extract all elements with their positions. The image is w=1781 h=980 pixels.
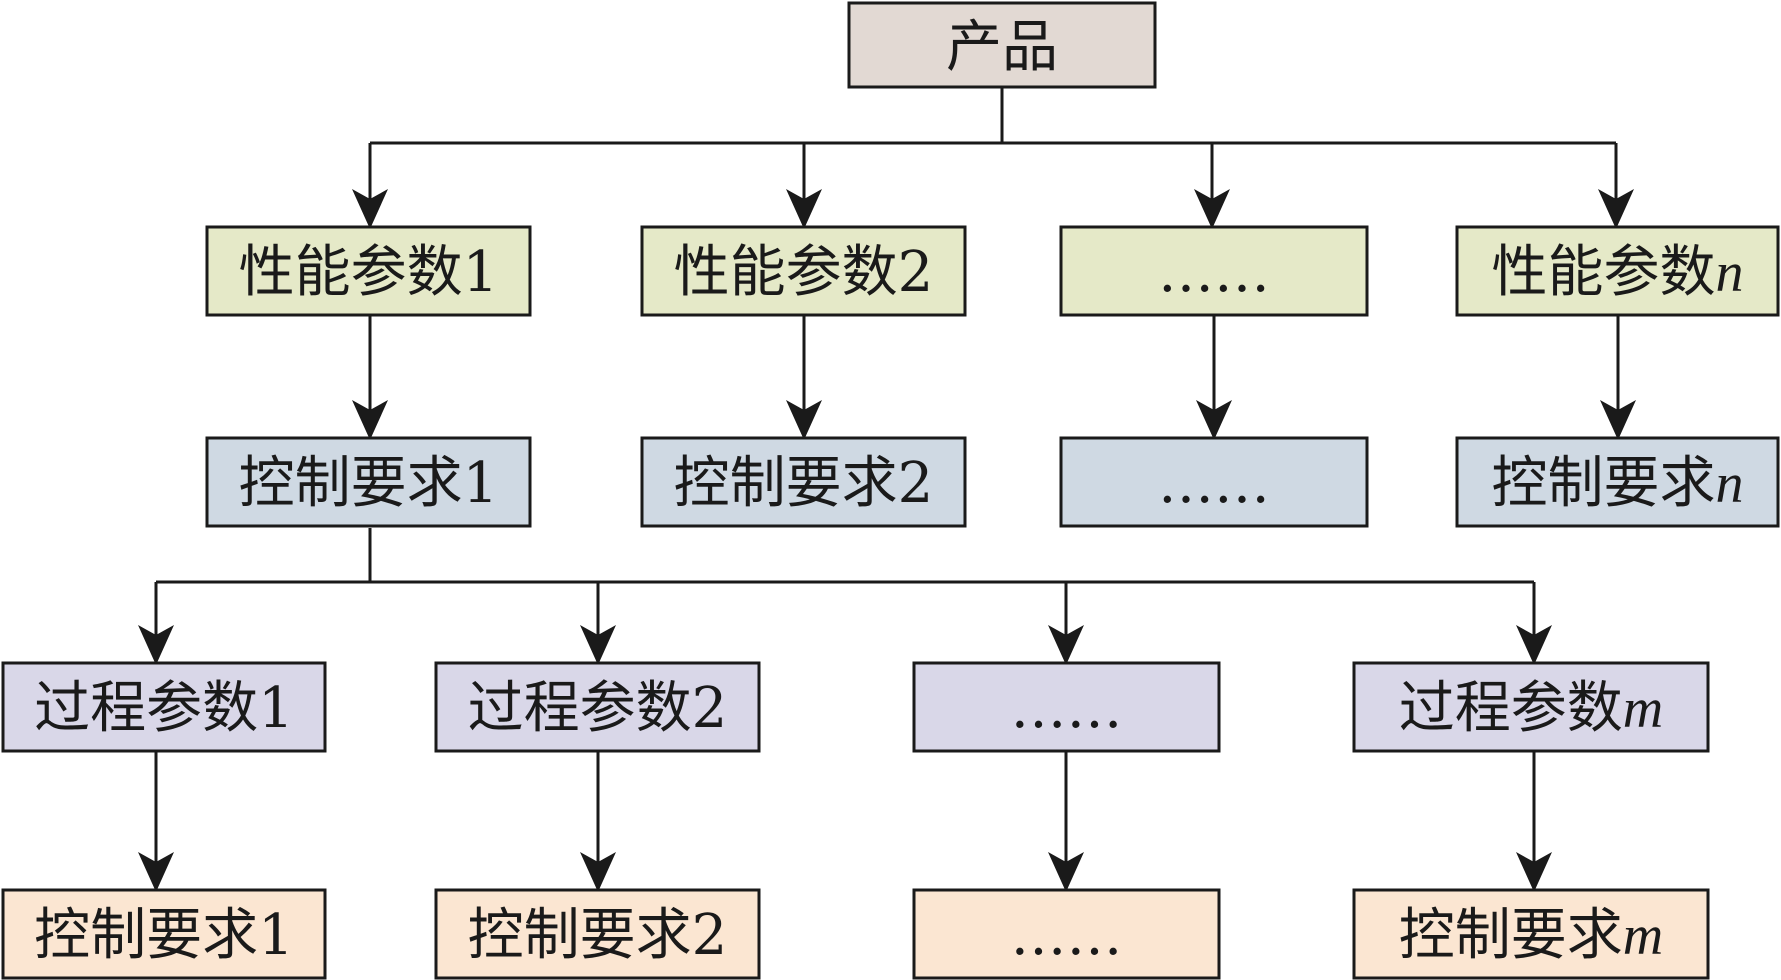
label-base: 性能参数 xyxy=(674,240,898,305)
performance-param-n-box xyxy=(1455,225,1780,317)
control-requirement-bottom-m-label: 控制要求m xyxy=(1399,903,1663,968)
label-suffix: 1 xyxy=(463,240,499,305)
label-base: 过程参数 xyxy=(1399,676,1623,741)
process-param-2-box xyxy=(434,661,761,753)
performance-param-2-label: 性能参数2 xyxy=(674,240,934,305)
control-requirement-bottom-1-box xyxy=(1,888,327,980)
process-param-m: 过程参数m xyxy=(1352,661,1710,753)
control-requirement-top-1-box xyxy=(205,436,532,528)
control-requirement-bottom-ellipsis-box xyxy=(912,888,1221,980)
process-param-2: 过程参数2 xyxy=(434,661,761,753)
process-param-1-label: 过程参数1 xyxy=(34,676,294,741)
performance-param-ellipsis-label: …… xyxy=(1158,240,1270,305)
process-param-ellipsis-label: …… xyxy=(1011,676,1123,741)
label-suffix: 2 xyxy=(692,676,728,741)
performance-param-ellipsis: …… xyxy=(1059,225,1369,317)
process-param-m-box xyxy=(1352,661,1710,753)
control-requirement-top-2: 控制要求2 xyxy=(640,436,967,528)
control-requirement-top-ellipsis: …… xyxy=(1059,436,1369,528)
label-suffix: 1 xyxy=(463,451,499,516)
control-requirement-top-ellipsis-box xyxy=(1059,436,1369,528)
process-param-1-box xyxy=(1,661,327,753)
control-requirement-top-ellipsis-label: …… xyxy=(1158,451,1270,516)
label-base: 性能参数 xyxy=(1492,240,1716,305)
label-base: 控制要求 xyxy=(468,903,692,968)
label-base: …… xyxy=(1011,676,1123,741)
label-base: 过程参数 xyxy=(34,676,258,741)
label-suffix: m xyxy=(1623,905,1663,967)
performance-param-1-label: 性能参数1 xyxy=(239,240,499,305)
label-base: 过程参数 xyxy=(468,676,692,741)
product-label: 产品 xyxy=(946,15,1058,80)
product-node: 产品 xyxy=(847,1,1157,89)
label-base: 控制要求 xyxy=(34,903,258,968)
control-requirement-top-n-label: 控制要求n xyxy=(1492,451,1744,516)
control-requirement-bottom-1-label: 控制要求1 xyxy=(34,903,294,968)
label-base: …… xyxy=(1158,451,1270,516)
label-base: 控制要求 xyxy=(1492,451,1716,516)
process-param-2-label: 过程参数2 xyxy=(468,676,728,741)
connectors xyxy=(138,88,1636,892)
performance-param-2: 性能参数2 xyxy=(640,225,967,317)
process-param-ellipsis: …… xyxy=(912,661,1221,753)
label-suffix: m xyxy=(1623,678,1663,740)
process-param-1: 过程参数1 xyxy=(1,661,327,753)
label-suffix: 1 xyxy=(258,676,294,741)
label-suffix: n xyxy=(1716,453,1744,515)
control-requirement-bottom-2-label: 控制要求2 xyxy=(468,903,728,968)
performance-param-2-box xyxy=(640,225,967,317)
control-requirement-bottom-2: 控制要求2 xyxy=(434,888,761,980)
label-base: 控制要求 xyxy=(239,451,463,516)
label-base: …… xyxy=(1011,903,1123,968)
label-base: 控制要求 xyxy=(674,451,898,516)
performance-param-1: 性能参数1 xyxy=(205,225,532,317)
label-suffix: 2 xyxy=(692,903,728,968)
control-requirement-bottom-m-box xyxy=(1352,888,1710,980)
control-requirement-top-1: 控制要求1 xyxy=(205,436,532,528)
control-requirement-bottom-ellipsis-label: …… xyxy=(1011,903,1123,968)
performance-param-n-label: 性能参数n xyxy=(1492,240,1744,305)
control-requirement-bottom-1: 控制要求1 xyxy=(1,888,327,980)
performance-param-1-box xyxy=(205,225,532,317)
control-requirement-bottom-ellipsis: …… xyxy=(912,888,1221,980)
performance-param-n: 性能参数n xyxy=(1455,225,1780,317)
label-suffix: 2 xyxy=(898,451,934,516)
label-suffix: 1 xyxy=(258,903,294,968)
process-param-m-label: 过程参数m xyxy=(1399,676,1663,741)
label-suffix: 2 xyxy=(898,240,934,305)
process-param-ellipsis-box xyxy=(912,661,1221,753)
control-requirement-top-n-box xyxy=(1455,436,1780,528)
control-requirement-bottom-m: 控制要求m xyxy=(1352,888,1710,980)
control-requirement-top-2-label: 控制要求2 xyxy=(674,451,934,516)
label-suffix: n xyxy=(1716,242,1744,304)
control-requirement-top-1-label: 控制要求1 xyxy=(239,451,499,516)
control-requirement-top-n: 控制要求n xyxy=(1455,436,1780,528)
performance-param-ellipsis-box xyxy=(1059,225,1369,317)
label-base: …… xyxy=(1158,240,1270,305)
label-base: 控制要求 xyxy=(1399,903,1623,968)
control-requirement-bottom-2-box xyxy=(434,888,761,980)
control-requirement-top-2-box xyxy=(640,436,967,528)
label-base: 性能参数 xyxy=(239,240,463,305)
